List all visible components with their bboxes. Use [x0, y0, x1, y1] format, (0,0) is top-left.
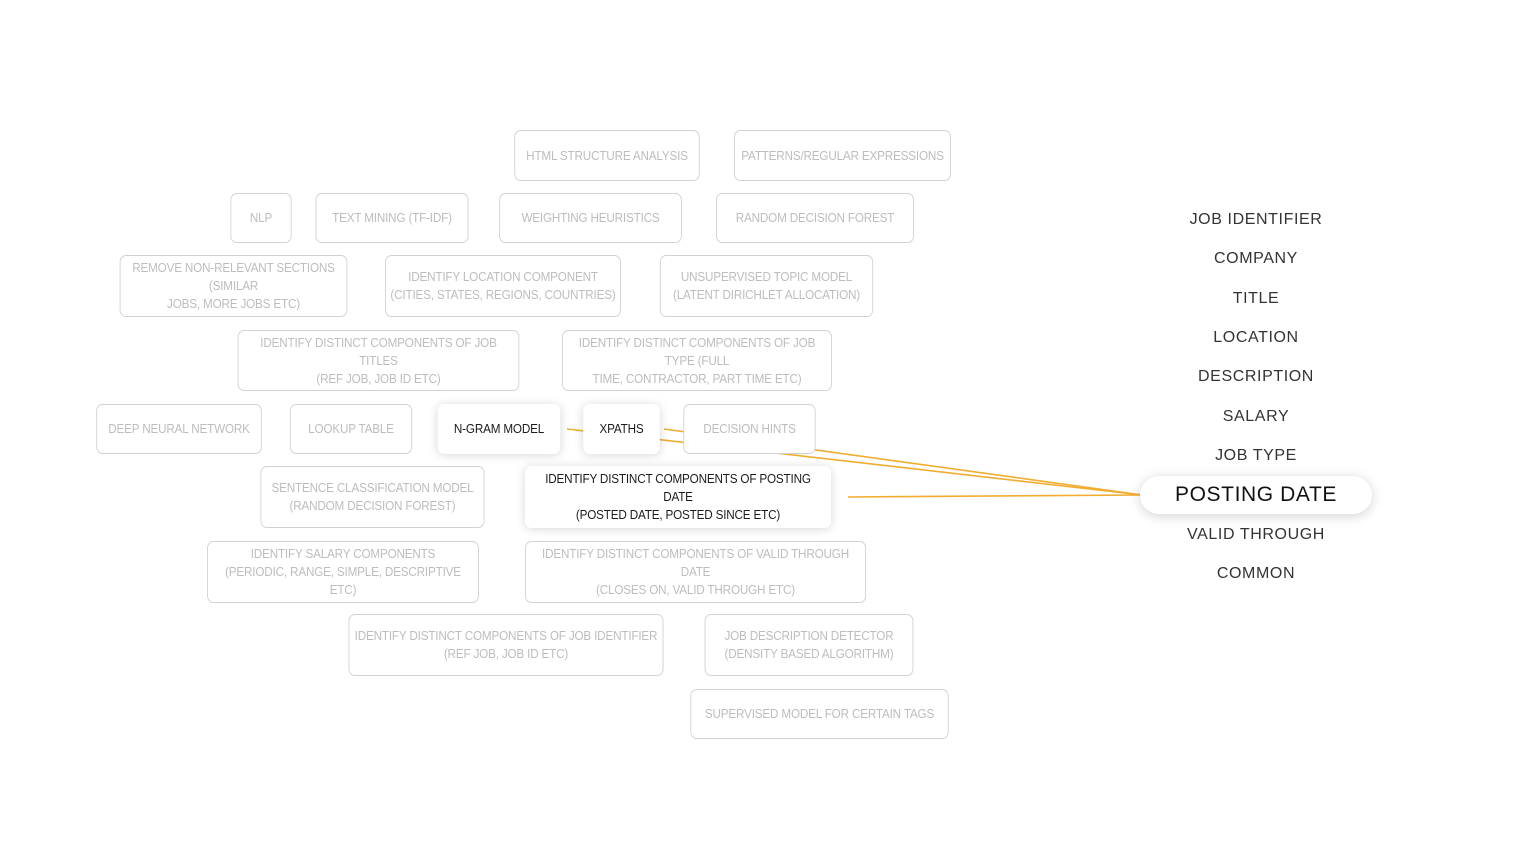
technique-label-line2: (REF JOB, JOB ID ETC) [443, 646, 569, 661]
technique-label-line2: (POSTED DATE, POSTED SINCE ETC) [575, 507, 781, 522]
technique-label-line1: IDENTIFY LOCATION COMPONENT [408, 269, 598, 284]
technique-lookup-table[interactable]: LOOKUP TABLE [289, 404, 413, 454]
technique-posting-date-components[interactable]: IDENTIFY DISTINCT COMPONENTS OF POSTING … [525, 466, 831, 528]
field-label: JOB IDENTIFIER [1189, 211, 1323, 228]
technique-xpaths[interactable]: XPATHS [583, 404, 660, 454]
field-label: COMMON [1216, 565, 1296, 582]
technique-html-structure-analysis[interactable]: HTML STRUCTURE ANALYSIS [514, 130, 700, 181]
technique-deep-neural-network[interactable]: DEEP NEURAL NETWORK [96, 404, 262, 454]
field-description[interactable]: DESCRIPTION [1140, 358, 1372, 396]
technique-label-line1: IDENTIFY DISTINCT COMPONENTS OF JOB IDEN… [354, 628, 658, 643]
technique-label: DEEP NEURAL NETWORK [108, 421, 250, 436]
technique-valid-through-components[interactable]: IDENTIFY DISTINCT COMPONENTS OF VALID TH… [524, 541, 867, 603]
technique-label: LOOKUP TABLE [308, 421, 394, 436]
technique-unsupervised-topic-model[interactable]: UNSUPERVISED TOPIC MODEL (LATENT DIRICHL… [659, 255, 874, 317]
technique-label-line2: (DENSITY BASED ALGORITHM) [724, 646, 894, 661]
technique-supervised-model[interactable]: SUPERVISED MODEL FOR CERTAIN TAGS [690, 689, 949, 739]
technique-label-line1: REMOVE NON-RELEVANT SECTIONS (SIMILAR [132, 260, 335, 293]
technique-label: N-GRAM MODEL [453, 421, 545, 436]
technique-label: DECISION HINTS [703, 421, 796, 436]
technique-random-decision-forest[interactable]: RANDOM DECISION FOREST [716, 193, 914, 243]
field-job-type[interactable]: JOB TYPE [1140, 437, 1372, 475]
technique-label: XPATHS [599, 421, 644, 436]
connector-posting-date [847, 494, 1143, 498]
technique-label-line1: JOB DESCRIPTION DETECTOR [724, 628, 894, 643]
field-salary[interactable]: SALARY [1140, 398, 1372, 436]
technique-label: PATTERNS/REGULAR EXPRESSIONS [741, 147, 944, 163]
field-label: POSTING DATE [1175, 483, 1337, 506]
technique-label-line1: IDENTIFY SALARY COMPONENTS [250, 546, 436, 561]
technique-job-description-detector[interactable]: JOB DESCRIPTION DETECTOR (DENSITY BASED … [704, 614, 914, 676]
technique-label: SUPERVISED MODEL FOR CERTAIN TAGS [704, 706, 935, 721]
field-label: DESCRIPTION [1198, 368, 1314, 385]
technique-label-line1: UNSUPERVISED TOPIC MODEL [680, 269, 853, 284]
field-common[interactable]: COMMON [1140, 555, 1372, 593]
technique-sentence-classification-model[interactable]: SENTENCE CLASSIFICATION MODEL (RANDOM DE… [260, 466, 485, 528]
technique-label-line1: IDENTIFY DISTINCT COMPONENTS OF JOB TYPE… [578, 334, 816, 368]
technique-label: WEIGHTING HEURISTICS [521, 210, 660, 225]
technique-text-mining[interactable]: TEXT MINING (TF-IDF) [315, 193, 469, 243]
technique-job-titles-components[interactable]: IDENTIFY DISTINCT COMPONENTS OF JOB TITL… [237, 330, 520, 391]
technique-label-line1: IDENTIFY DISTINCT COMPONENTS OF POSTING … [545, 471, 811, 504]
technique-decision-hints[interactable]: DECISION HINTS [683, 404, 816, 454]
technique-job-type-components[interactable]: IDENTIFY DISTINCT COMPONENTS OF JOB TYPE… [562, 330, 832, 391]
technique-label-line2: (CLOSES ON, VALID THROUGH ETC) [596, 582, 795, 597]
technique-label-line2: TIME, CONTRACTOR, PART TIME ETC) [592, 370, 802, 386]
technique-label-line2: (CITIES, STATES, REGIONS, COUNTRIES) [390, 287, 616, 302]
field-label: LOCATION [1213, 329, 1299, 346]
field-label: TITLE [1232, 290, 1280, 307]
field-job-identifier[interactable]: JOB IDENTIFIER [1140, 201, 1372, 239]
technique-label-line1: SENTENCE CLASSIFICATION MODEL [271, 480, 474, 495]
technique-label-line2: (REF JOB, JOB ID ETC) [316, 370, 441, 386]
field-location[interactable]: LOCATION [1140, 319, 1372, 357]
technique-label-line2: JOBS, MORE JOBS ETC) [167, 296, 300, 311]
technique-patterns-regular-expressions[interactable]: PATTERNS/REGULAR EXPRESSIONS [734, 130, 951, 181]
technique-nlp[interactable]: NLP [230, 193, 292, 243]
field-company[interactable]: COMPANY [1140, 240, 1372, 278]
technique-remove-non-relevant-sections[interactable]: REMOVE NON-RELEVANT SECTIONS (SIMILAR JO… [119, 255, 348, 317]
technique-label-line2: (LATENT DIRICHLET ALLOCATION) [672, 287, 861, 302]
field-label: SALARY [1222, 408, 1290, 425]
technique-label-line2: (RANDOM DECISION FOREST) [289, 498, 456, 513]
field-posting-date[interactable]: POSTING DATE [1140, 476, 1372, 514]
technique-label-line1: IDENTIFY DISTINCT COMPONENTS OF VALID TH… [542, 546, 849, 579]
technique-label: HTML STRUCTURE ANALYSIS [526, 147, 688, 163]
field-title[interactable]: TITLE [1140, 280, 1372, 318]
technique-job-identifier-components[interactable]: IDENTIFY DISTINCT COMPONENTS OF JOB IDEN… [348, 614, 664, 676]
field-label: VALID THROUGH [1187, 526, 1325, 543]
technique-label: RANDOM DECISION FOREST [735, 210, 895, 225]
technique-label-line2: (PERIODIC, RANGE, SIMPLE, DESCRIPTIVE ET… [225, 564, 461, 597]
technique-identify-location-component[interactable]: IDENTIFY LOCATION COMPONENT (CITIES, STA… [385, 255, 621, 317]
technique-weighting-heuristics[interactable]: WEIGHTING HEURISTICS [499, 193, 682, 243]
field-label: JOB TYPE [1215, 447, 1297, 464]
field-label: COMPANY [1214, 250, 1298, 267]
technique-salary-components[interactable]: IDENTIFY SALARY COMPONENTS (PERIODIC, RA… [207, 541, 479, 603]
technique-label: TEXT MINING (TF-IDF) [332, 210, 452, 225]
technique-label-line1: IDENTIFY DISTINCT COMPONENTS OF JOB TITL… [260, 334, 497, 368]
technique-n-gram-model[interactable]: N-GRAM MODEL [437, 404, 561, 454]
field-valid-through[interactable]: VALID THROUGH [1140, 516, 1372, 554]
technique-label: NLP [249, 210, 273, 225]
